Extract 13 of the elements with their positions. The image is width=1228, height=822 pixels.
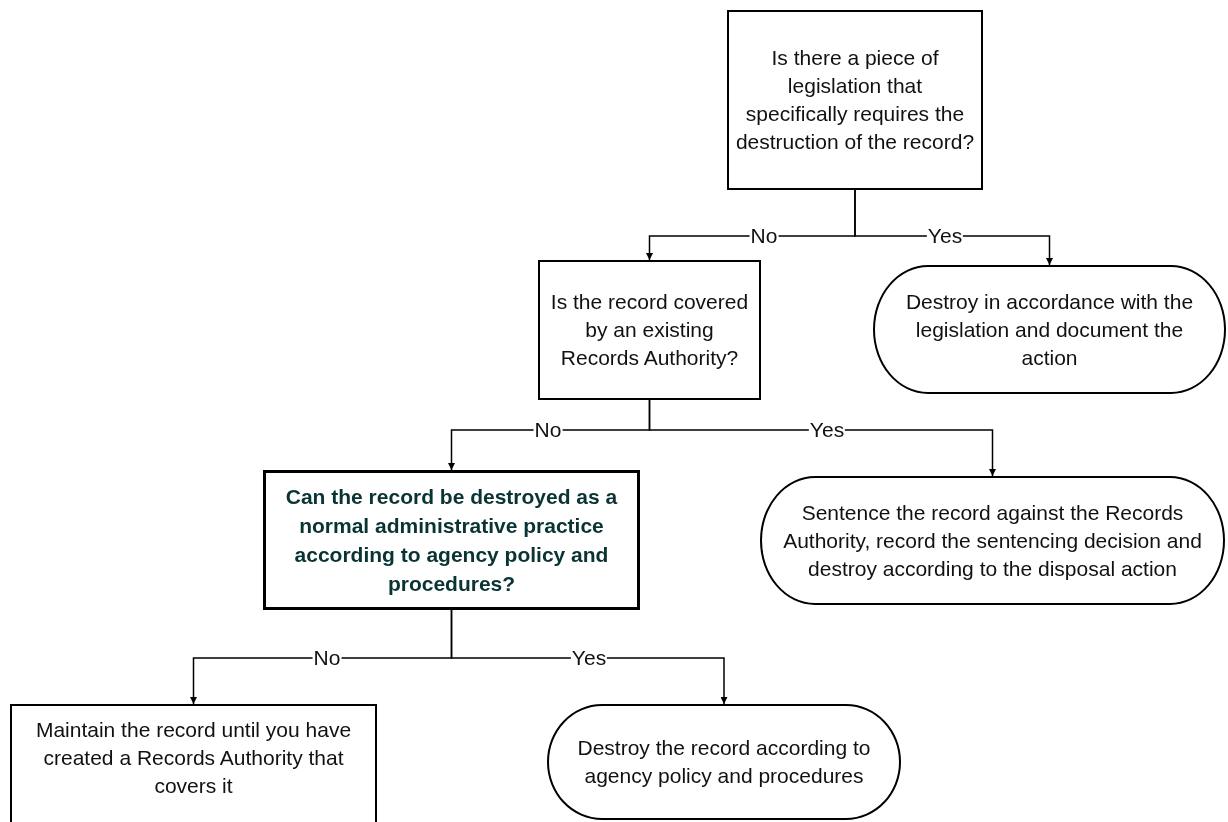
connector-arrow [648, 399, 996, 477]
node-text: Can the record be destroyed as a normal administrative practice according to agency policy and procedures? [284, 484, 619, 597]
node-text: Destroy the record according to agency policy and procedures [576, 735, 872, 789]
node-text: Destroy in accordance with the legislation and document the action [904, 288, 1195, 371]
decision-box [263, 470, 640, 610]
process-box [727, 10, 983, 190]
node-text: Maintain the record until you have created a Records Authority that covers it [34, 717, 353, 799]
process-box [10, 704, 377, 822]
node-text: Is there a piece of legislation that specifically requires the destruction of the record? [734, 45, 976, 155]
connector-arrow [450, 609, 728, 705]
node-text: Sentence the record against the Records Authority, record the sentencing decision and destroy according to the disposal action [782, 499, 1203, 582]
node-text: Is the record covered by an existing Records Authority? [549, 289, 750, 371]
process-box [538, 260, 761, 400]
